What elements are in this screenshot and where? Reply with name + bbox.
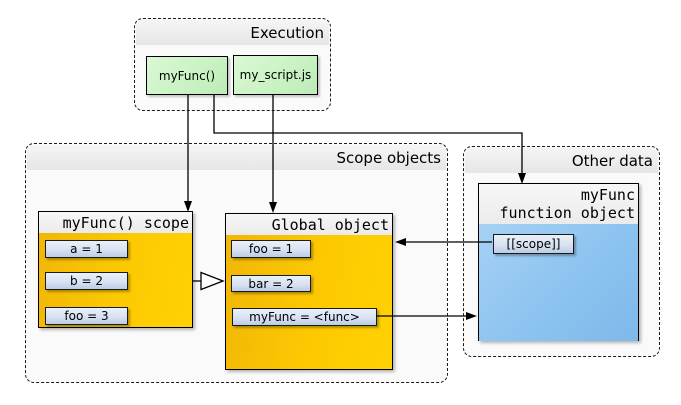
exec-frame-myfunc: myFunc()	[146, 56, 228, 95]
scope-objects-group-header: Scope objects	[27, 145, 446, 170]
var-box-myfunc-func: myFunc = <func>	[232, 308, 377, 327]
var-box-a: a = 1	[45, 240, 128, 259]
exec-frame-myfunc-label: myFunc()	[158, 68, 216, 83]
var-box-foo3: foo = 3	[45, 307, 128, 326]
other-data-group-header: Other data	[465, 148, 658, 173]
exec-frame-myscript-label: my_script.js	[239, 68, 312, 82]
other-data-group-title: Other data	[571, 151, 653, 170]
scope-slot-box: [[scope]]	[493, 233, 574, 254]
myfunc-scope-box-title: myFunc() scope	[39, 212, 192, 234]
myfunc-function-object-title-line1: myFunc	[580, 186, 635, 204]
global-object-box-title: Global object	[226, 214, 392, 236]
execution-group-title: Execution	[250, 23, 324, 42]
exec-frame-myscript: my_script.js	[233, 55, 318, 95]
var-box-bar2: bar = 2	[231, 275, 311, 293]
myfunc-function-object-title-line2: function object	[499, 204, 635, 223]
var-box-b: b = 2	[45, 272, 128, 291]
var-box-foo1: foo = 1	[231, 240, 311, 259]
myfunc-scope-box: myFunc() scope a = 1 b = 2 foo = 3	[38, 211, 193, 328]
myfunc-scope-box-body: a = 1 b = 2 foo = 3	[39, 233, 192, 328]
myfunc-function-object-body: [[scope]]	[479, 223, 638, 341]
global-object-box: Global object foo = 1 bar = 2 myFunc = <…	[225, 213, 393, 370]
execution-group-header: Execution	[136, 20, 329, 45]
global-object-box-body: foo = 1 bar = 2 myFunc = <func>	[226, 235, 392, 370]
scope-objects-group-title: Scope objects	[336, 148, 441, 167]
